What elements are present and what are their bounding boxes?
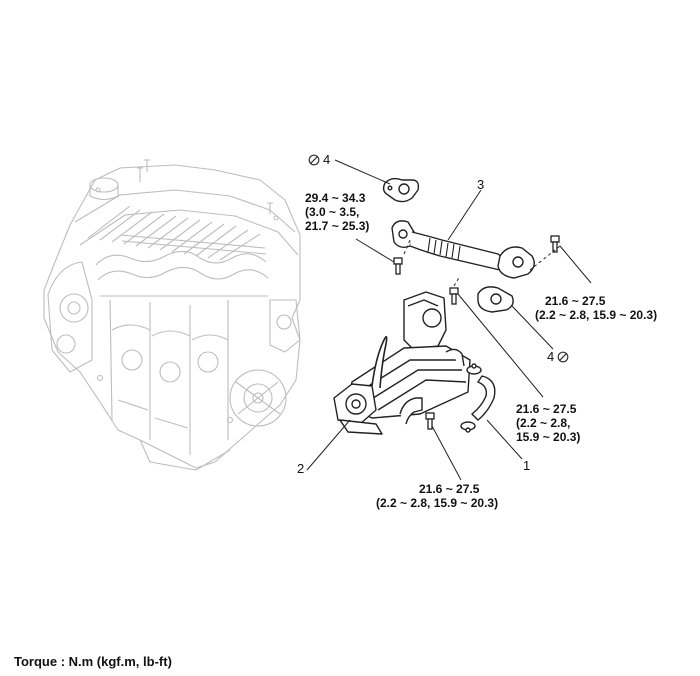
torque-spec-line: 15.9 ~ 20.3)	[516, 430, 581, 444]
torque-spec-line: 21.6 ~ 27.5	[516, 402, 577, 416]
torque-spec-line: (3.0 ~ 3.5,	[305, 205, 360, 219]
torque-spec-line: 21.6 ~ 27.5	[419, 482, 480, 496]
torque-spec-line: (2.2 ~ 2.8,	[516, 416, 571, 430]
callout-3: 3	[477, 177, 485, 192]
torque-spec-line: (2.2 ~ 2.8, 15.9 ~ 20.3)	[376, 496, 499, 510]
torque-spec-line: 21.6 ~ 27.5	[545, 294, 606, 308]
callout-1: 1	[523, 458, 531, 473]
exhaust-gasket-right	[477, 286, 514, 313]
torque-spec-pipe-flange: 21.6 ~ 27.5 (2.2 ~ 2.8, 15.9 ~ 20.3)	[535, 294, 657, 322]
callout-4-top: 4	[308, 152, 330, 167]
bolt-exhaust-pipe	[393, 257, 403, 275]
callout-4-right: 4	[547, 349, 569, 364]
exhaust-gasket-top	[382, 177, 420, 203]
no-reuse-icon	[557, 351, 569, 362]
egr-pipe	[391, 220, 535, 279]
callout-4-top-number: 4	[323, 152, 331, 167]
bolt-pipe-flange	[550, 235, 560, 253]
torque-units-caption: Torque : N.m (kgf.m, lb-ft)	[14, 654, 172, 669]
torque-spec-module-upper: 21.6 ~ 27.5 (2.2 ~ 2.8, 15.9 ~ 20.3)	[516, 402, 580, 444]
torque-spec-exhaust-pipe: 29.4 ~ 34.3 (3.0 ~ 3.5, 21.7 ~ 25.3)	[305, 191, 369, 233]
leader-lines	[306, 159, 592, 481]
callout-4-right-number: 4	[547, 349, 555, 364]
egr-cooler-module	[333, 291, 471, 435]
torque-spec-line: 29.4 ~ 34.3	[305, 191, 366, 205]
bolt-module-lower	[425, 412, 435, 430]
bolts	[393, 235, 560, 430]
no-reuse-icon	[308, 154, 320, 165]
coolant-hose	[460, 363, 496, 433]
callout-2: 2	[297, 461, 305, 476]
engine-block	[43, 159, 301, 471]
torque-spec-line: 21.7 ~ 25.3)	[305, 219, 370, 233]
torque-spec-line: (2.2 ~ 2.8, 15.9 ~ 20.3)	[535, 308, 658, 322]
torque-spec-module-lower: 21.6 ~ 27.5 (2.2 ~ 2.8, 15.9 ~ 20.3)	[376, 482, 498, 510]
bolt-module-upper	[449, 287, 459, 305]
